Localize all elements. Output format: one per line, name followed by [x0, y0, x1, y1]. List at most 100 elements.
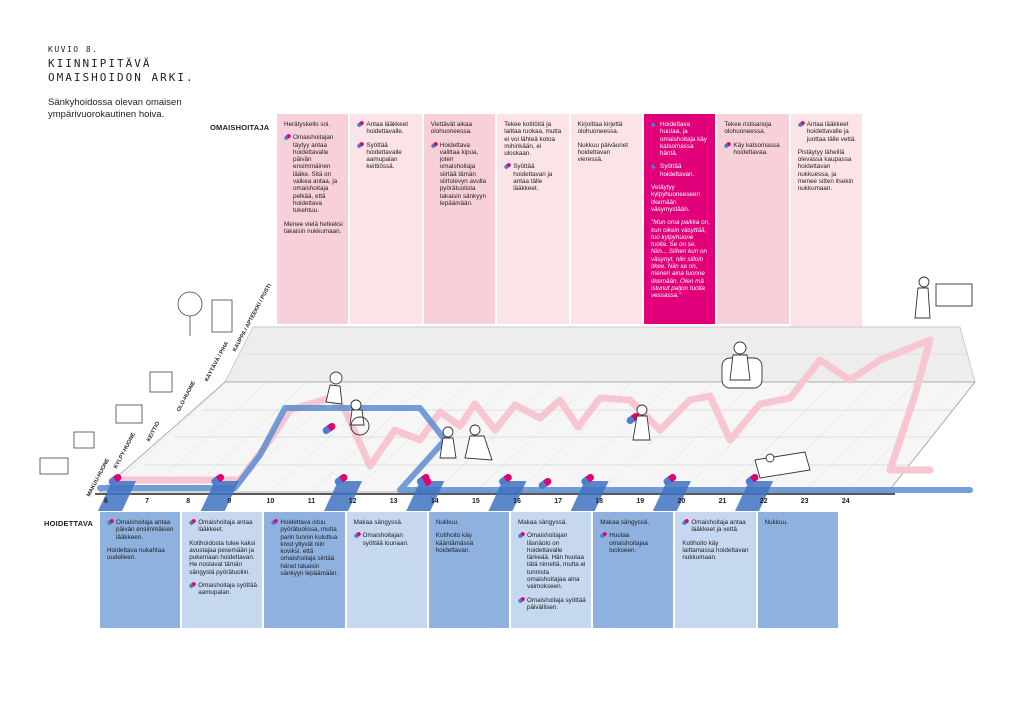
cared-cell: Omaishoitaja antaa lääkkeet. Kotihoidosta…: [182, 512, 263, 628]
figure-subtitle: Sänkyhoidossa olevan omaisen ympärivuoro…: [48, 97, 182, 120]
cared-cell: Makaa sängyssä. Huutaa omaishoitajaa luok…: [593, 512, 674, 628]
medication-pill-icon: [745, 473, 759, 486]
medication-pill-icon: [334, 473, 348, 486]
caregiver-cell: Tekee kotitöitä ja laittaa ruokaa, mutta…: [497, 114, 569, 324]
event-connector: [200, 481, 239, 511]
medication-pill-icon: [663, 473, 677, 486]
cell-paragraph: Antaa lääkkeet hoidettavalle ja juottaa …: [798, 121, 857, 143]
cared-row-label: HOIDETTAVA: [44, 519, 94, 528]
cared-cell: Makaa sängyssä. Omaishoitajan läsnäolo on…: [511, 512, 592, 628]
sleeping-bed-figure: [754, 451, 811, 479]
medication-pill-icon: [416, 473, 430, 486]
hour-gridline: [311, 381, 430, 493]
hour-gridline: [475, 381, 592, 493]
cell-paragraph: Herätyskello soi.: [284, 121, 331, 128]
cared-cell: Omaishoitaja antaa lääkkeet ja vettä. Kot…: [675, 512, 756, 628]
cared-cell: Makaa sängyssä. Omaishoitajan syöttää lou…: [346, 512, 427, 628]
cell-paragraph: Kirjoittaa kirjettä olohuoneessa.: [577, 121, 623, 136]
cell-paragraph: Vetäytyy kylpyhuoneeseen itkemään väsymy…: [651, 184, 701, 213]
hour-label-15: 15: [471, 498, 480, 505]
cell-paragraph: Omaishoitaja antaa päivän ensimmäisen lä…: [107, 519, 175, 541]
hour-label-19: 19: [636, 498, 645, 505]
cell-paragraph: Omaishoitaja antaa lääkkeet.: [189, 519, 257, 534]
hour-gridline: [640, 381, 754, 493]
hour-gridline: [270, 381, 389, 493]
hour-gridline: [722, 381, 836, 493]
caregiver-cell: Hoidettava huutaa, ja omaishoitaja käy k…: [644, 114, 716, 324]
caregiver-cell: Antaa lääkkeet hoidettavalle ja juottaa …: [790, 114, 863, 329]
cell-paragraph: Omaishoitajan syöttää lounaan.: [354, 532, 422, 547]
hour-label-7: 7: [145, 498, 150, 505]
event-connector: [570, 481, 609, 511]
hour-label-8: 8: [186, 498, 191, 505]
hour-label-6: 6: [104, 498, 108, 505]
event-connector: [98, 481, 136, 511]
hour-gridline: [557, 381, 673, 493]
caregiver-cell: Tekee ristisanoja olohuoneessa. Käy katso…: [717, 114, 789, 324]
cell-paragraph: Kotihoito käy kääntämässä hoidettavan.: [435, 532, 474, 554]
medication-pill-icon: [581, 473, 595, 486]
hour-label-13: 13: [389, 498, 398, 505]
cell-paragraph: Nukkuu päiväunet hoidettavan vieressä.: [577, 141, 629, 164]
hour-label-12: 12: [348, 498, 357, 505]
figure-kicker: KUVIO 8.: [48, 45, 99, 54]
caregiver-cell: Herätyskello soi. Omaishoitajan täytyy an…: [277, 114, 349, 324]
cared-cell: Nukkuu.: [757, 512, 838, 628]
cell-paragraph: Omaishoitajan täytyy antaa hoidettavalle…: [284, 134, 343, 214]
medication-pill-icon: [418, 477, 432, 490]
cell-paragraph: Nukkuu.: [764, 519, 788, 526]
armchair-figure: [721, 341, 763, 389]
caregiver-cell: Viettävät aikaa olohuoneessa.Hoidettava …: [423, 114, 496, 324]
hour-label-10: 10: [266, 498, 275, 505]
cell-paragraph: Kotihoidosta tulee kaksi avustajaa pesem…: [189, 539, 256, 576]
bedside-figures: [439, 424, 493, 461]
event-connector: [406, 481, 445, 511]
event-connectors: [98, 481, 774, 511]
cell-paragraph: Nukkuu.: [435, 519, 459, 526]
cell-paragraph: Huutaa omaishoitajaa luokseen.: [600, 532, 668, 554]
cell-paragraph: Hoidettava nukahtaa uudelleen.: [107, 546, 165, 562]
cell-paragraph: Makaa sängyssä.: [600, 519, 650, 526]
caregiver-track: [111, 336, 934, 484]
cell-paragraph: Tekee ristisanoja olohuoneessa.: [724, 121, 772, 136]
event-connector: [324, 481, 363, 511]
hour-label-21: 21: [718, 498, 727, 505]
caregiver-cell: Antaa lääkkeet hoidettavalle.Syöttää hoi…: [350, 114, 422, 324]
hour-label-9: 9: [227, 498, 232, 505]
cell-paragraph: Käy katsomassa hoidettavaa.: [724, 142, 783, 157]
hour-gridline: [105, 381, 227, 493]
medication-pill-icon: [108, 473, 122, 486]
cell-paragraph: "Mun oma paikka on, kun oikein väsyttää,…: [651, 219, 710, 300]
cell-paragraph: Omaishoitaja antaa lääkkeet ja vettä.: [682, 519, 750, 534]
medication-pill-icon: [538, 477, 552, 490]
cell-paragraph: Makaa sängyssä.: [353, 519, 403, 526]
hour-label-23: 23: [800, 498, 809, 505]
medication-pill-icon: [499, 473, 512, 486]
event-connector: [488, 481, 527, 511]
medication-pills: [108, 412, 759, 490]
caregiver-cell: Kirjoittaa kirjettä olohuoneessa. Nukkuu …: [570, 114, 642, 324]
cell-paragraph: Menee vielä hetkeksi takaisin nukkumaan.: [284, 220, 343, 235]
hour-gridline: [804, 381, 917, 493]
caregiver-row-label: OMAISHOITAJA: [210, 123, 270, 132]
cell-paragraph: Omaishoitaja syöttää aamupalan.: [189, 582, 257, 597]
hour-label-14: 14: [430, 498, 439, 505]
shop-figure: [914, 276, 973, 319]
cell-paragraph: Makaa sängyssä.: [518, 519, 568, 526]
cell-paragraph: Hoidettava valittaa kipua, joten omaisho…: [431, 142, 490, 208]
medication-pill-icon: [322, 422, 336, 435]
cell-paragraph: Tekee kotitöitä ja laittaa ruokaa, mutta…: [504, 121, 562, 158]
cared-cell: Nukkuu. Kotihoito käy kääntämässä hoidett…: [428, 512, 509, 628]
cell-paragraph: Syöttää hoidettavan ja antaa tälle lääkk…: [504, 163, 563, 192]
cell-paragraph: Omaishoitaja syöttää päivällisen.: [518, 597, 586, 612]
caregiver-wheelchair-figure: [325, 371, 370, 436]
medication-pill-icon: [211, 473, 225, 486]
cell-paragraph: Omaishoitajan läsnäolo on hoidettavalle …: [518, 532, 586, 590]
medication-pill-icon: [626, 412, 640, 425]
cell-paragraph: Syöttää hoidettavalle aamupalan keittiös…: [357, 142, 416, 171]
hour-label-20: 20: [677, 498, 686, 505]
cell-paragraph: Kotihoito käy laittamassa hoidettavan nu…: [682, 539, 749, 562]
hour-gridline: [188, 381, 308, 493]
cell-paragraph: Hoidettava huutaa, ja omaishoitaja käy k…: [651, 121, 710, 157]
